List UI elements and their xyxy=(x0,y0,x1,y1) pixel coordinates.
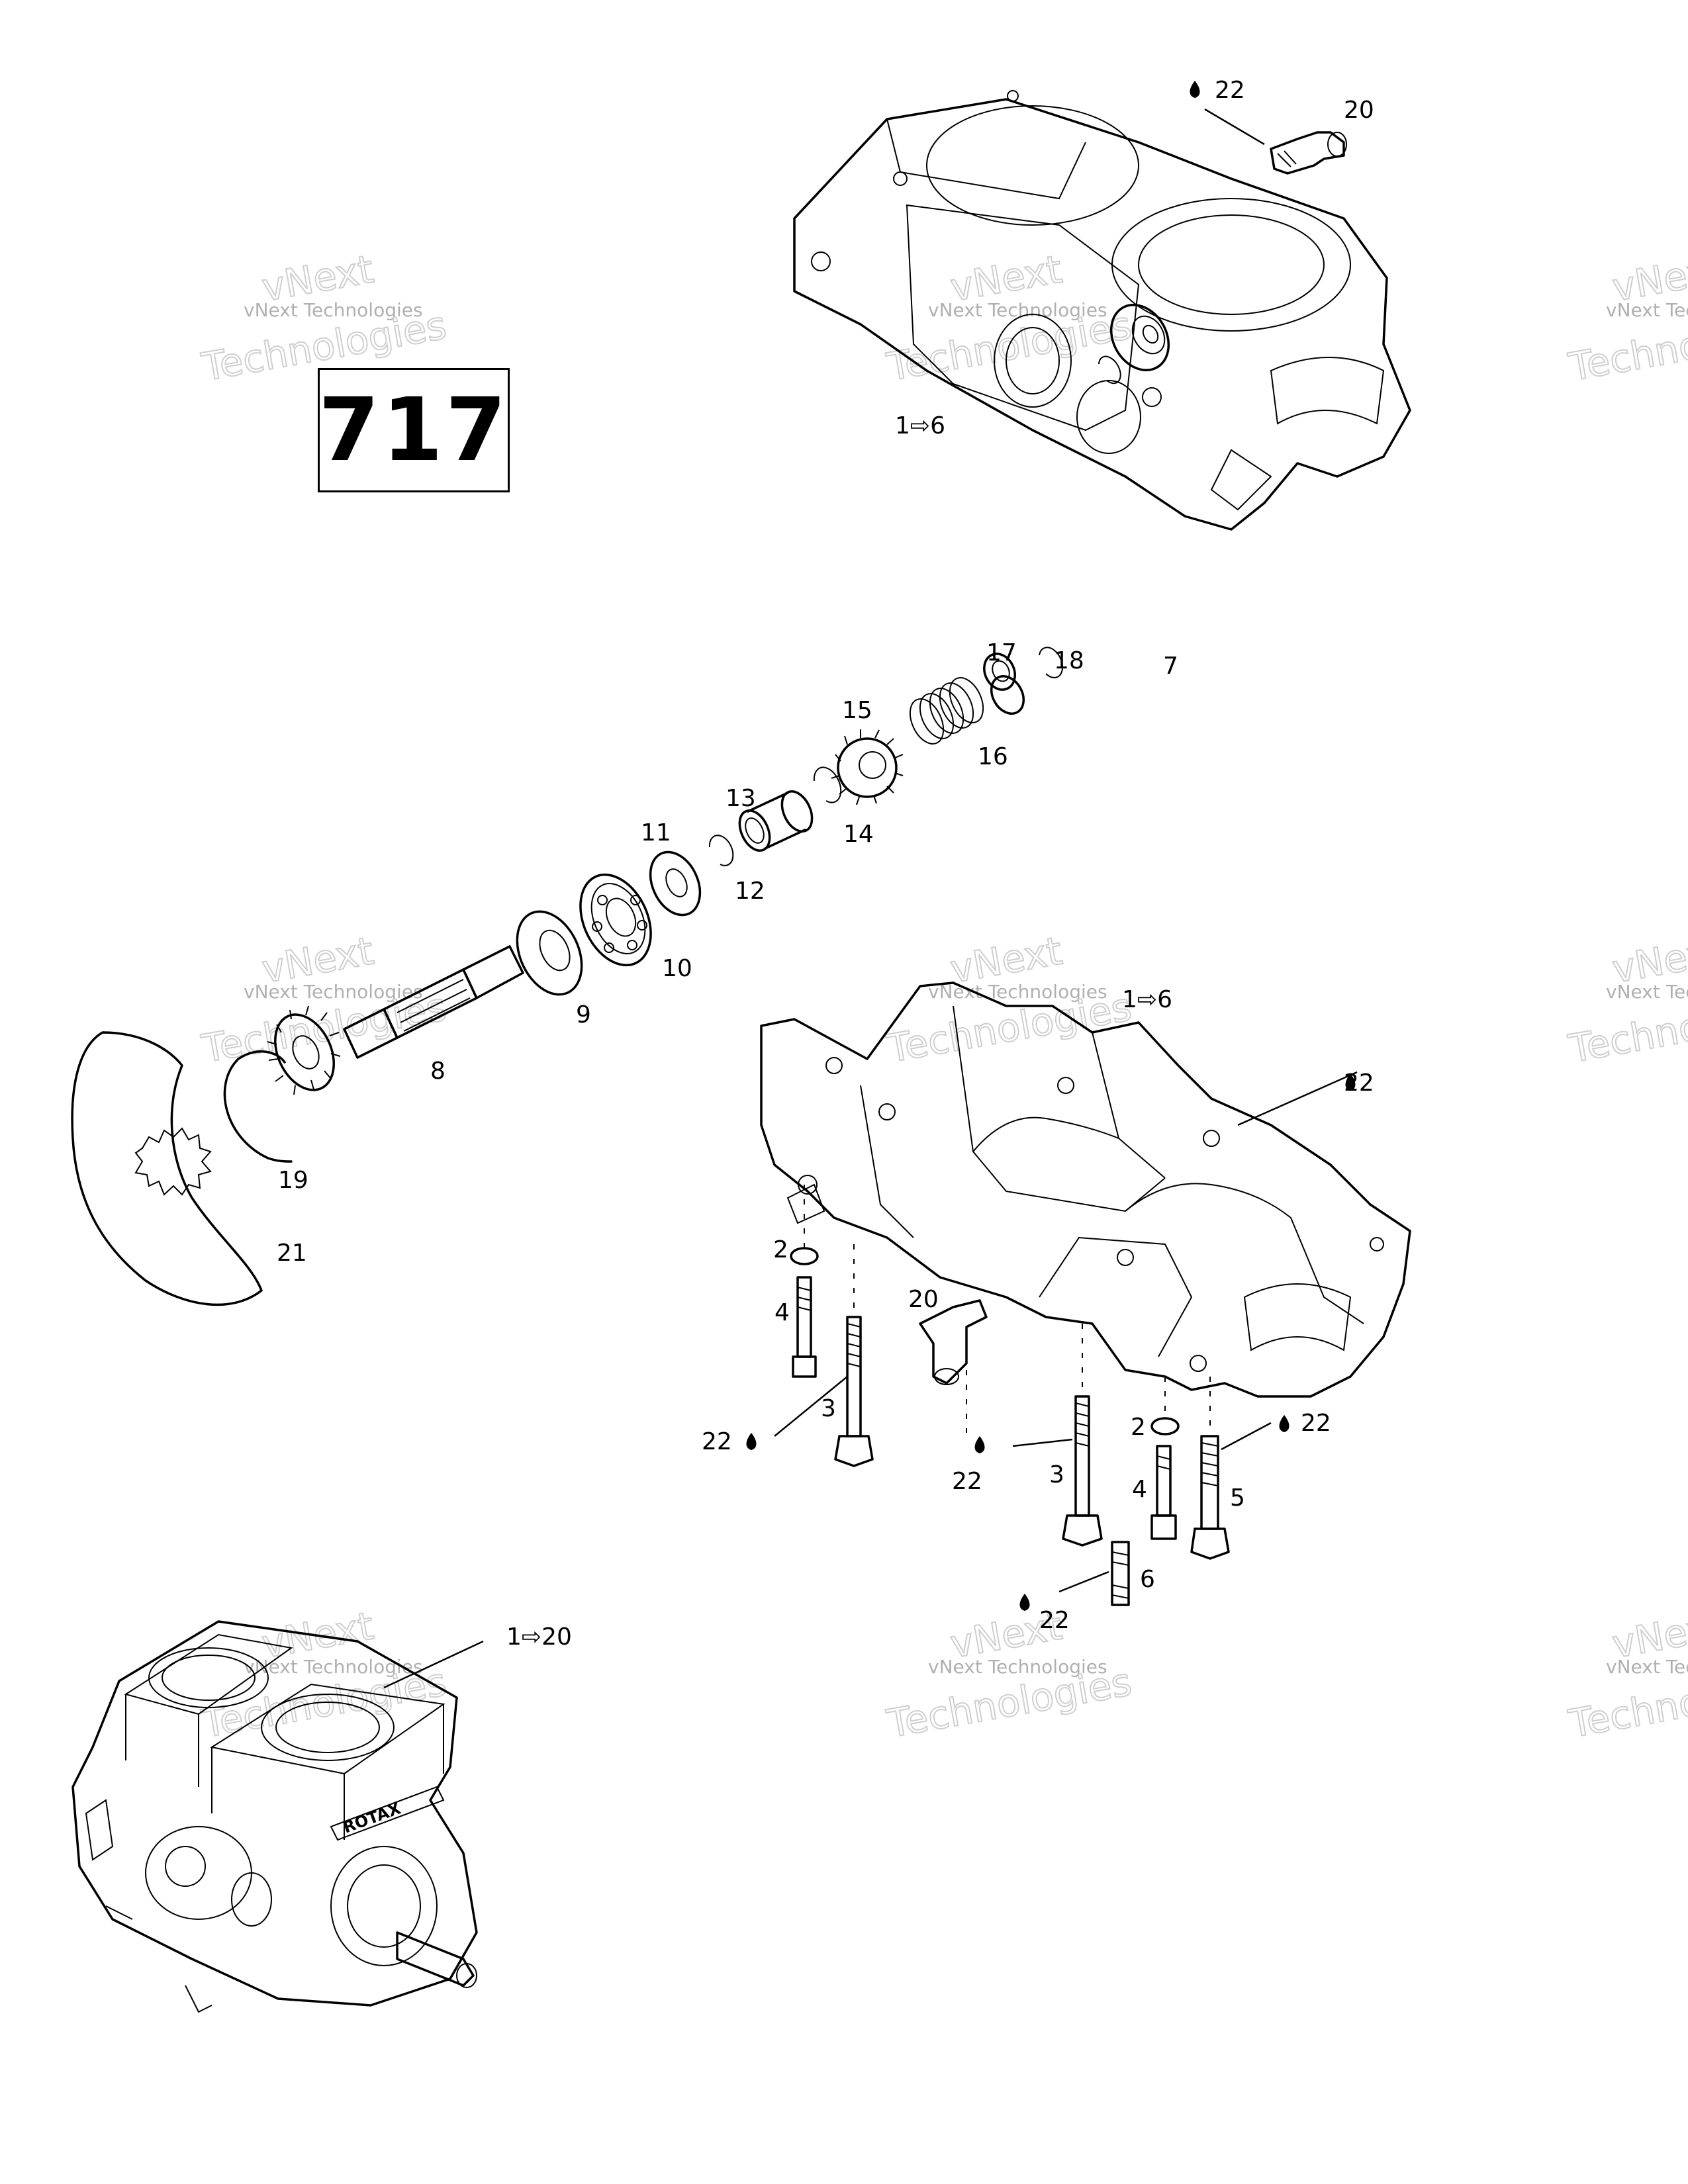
ball-bearing-drawing xyxy=(579,873,652,967)
callout-labels: 22 20 1⇨6 17 18 7 15 16 13 14 11 12 10 9… xyxy=(277,77,1374,1651)
watermark: vNext vNext Technologies Technologies xyxy=(1565,927,1688,1072)
crankcase-fasteners-drawing xyxy=(790,1185,1230,1606)
callout-21: 21 xyxy=(277,1240,307,1267)
callout-drop-22: 22 xyxy=(1215,77,1245,104)
callout-16: 16 xyxy=(978,743,1008,770)
watermark-text: vNext Technologies xyxy=(1606,299,1688,321)
watermark: vNext vNext Technologies Technologies xyxy=(198,927,451,1072)
callout-2-lower: 2 xyxy=(1131,1414,1146,1441)
callout-20: 20 xyxy=(1344,97,1374,124)
callout-drop-22: 22 xyxy=(702,1428,732,1455)
callout-10: 10 xyxy=(662,955,692,982)
callout-6: 6 xyxy=(1140,1566,1155,1593)
oil-drop-icon xyxy=(1190,81,1200,98)
callout-drop-22: 22 xyxy=(1039,1607,1070,1634)
upper-crankcase-drawing xyxy=(793,90,1411,531)
oil-drop-icon xyxy=(974,1436,985,1453)
leader-line xyxy=(1204,108,1265,146)
rotax-logo-text: ROTAX xyxy=(340,1799,403,1837)
watermark-text: vNext Technologies xyxy=(244,981,423,1003)
oil-drop-icon xyxy=(1345,1073,1356,1091)
thrust-washer-drawing xyxy=(649,850,702,917)
oil-drop-icon xyxy=(1279,1415,1289,1432)
elbow-fitting-drawing xyxy=(1270,131,1347,175)
oil-drop-icon xyxy=(746,1433,757,1450)
callout-2: 2 xyxy=(773,1236,788,1263)
callout-1-to-6: 1⇨6 xyxy=(895,412,945,439)
callout-3-lower: 3 xyxy=(1049,1461,1064,1488)
callout-14: 14 xyxy=(843,821,874,848)
callout-1-to-6-lower: 1⇨6 xyxy=(1122,986,1172,1013)
callout-8: 8 xyxy=(430,1058,445,1085)
callout-11: 11 xyxy=(641,819,671,846)
rotary-valve-disc-drawing xyxy=(71,1031,263,1306)
leader-lines xyxy=(383,1071,1358,1689)
rotary-valve-shaft-drawing xyxy=(267,945,524,1095)
engine-model-number: 717 xyxy=(318,379,509,481)
callout-drop-22: 22 xyxy=(1301,1410,1331,1437)
callout-19: 19 xyxy=(278,1167,308,1194)
oil-drop-icons xyxy=(746,81,1356,1611)
callout-12: 12 xyxy=(735,878,765,905)
callout-1-to-20: 1⇨20 xyxy=(506,1623,572,1651)
callout-13: 13 xyxy=(726,785,756,812)
watermark-text: vNext Technologies xyxy=(244,1656,423,1678)
drawn-shaft-parts xyxy=(71,647,1064,1306)
watermark-text: vNext Technologies xyxy=(928,1656,1107,1678)
watermark-text: vNext Technologies xyxy=(244,299,423,321)
engine-model-box: 717 xyxy=(318,368,510,492)
rotary-valve-shaft-assembly-drawing xyxy=(990,303,1170,715)
pinion-gear-drawing xyxy=(831,729,904,805)
callout-9: 9 xyxy=(576,1001,591,1028)
watermark: vNext vNext Technologies Technologies xyxy=(1565,246,1688,390)
callout-5: 5 xyxy=(1230,1484,1245,1512)
callout-4: 4 xyxy=(774,1299,790,1326)
bushing-drawing xyxy=(738,790,814,852)
callout-18: 18 xyxy=(1054,647,1084,674)
lower-crankcase-drawing xyxy=(760,981,1411,1398)
callout-20-lower: 20 xyxy=(908,1286,939,1313)
spring-drawing xyxy=(909,677,984,745)
callout-3: 3 xyxy=(821,1395,836,1422)
watermark: vNext vNext Technologies Technologies xyxy=(883,1602,1136,1747)
callout-drop-22: 22 xyxy=(952,1468,982,1495)
callout-17: 17 xyxy=(986,639,1017,666)
watermark-text: vNext Technologies xyxy=(1606,981,1688,1003)
watermark: vNext vNext Technologies Technologies xyxy=(883,246,1136,390)
oil-seal-drawing xyxy=(516,910,583,996)
watermark: vNext vNext Technologies Technologies xyxy=(1565,1602,1688,1747)
callout-4-lower: 4 xyxy=(1132,1476,1147,1503)
callout-7: 7 xyxy=(1163,653,1178,680)
oil-drop-icon xyxy=(1019,1594,1030,1611)
watermark-text: vNext Technologies xyxy=(1606,1656,1688,1678)
callout-15: 15 xyxy=(842,697,872,724)
